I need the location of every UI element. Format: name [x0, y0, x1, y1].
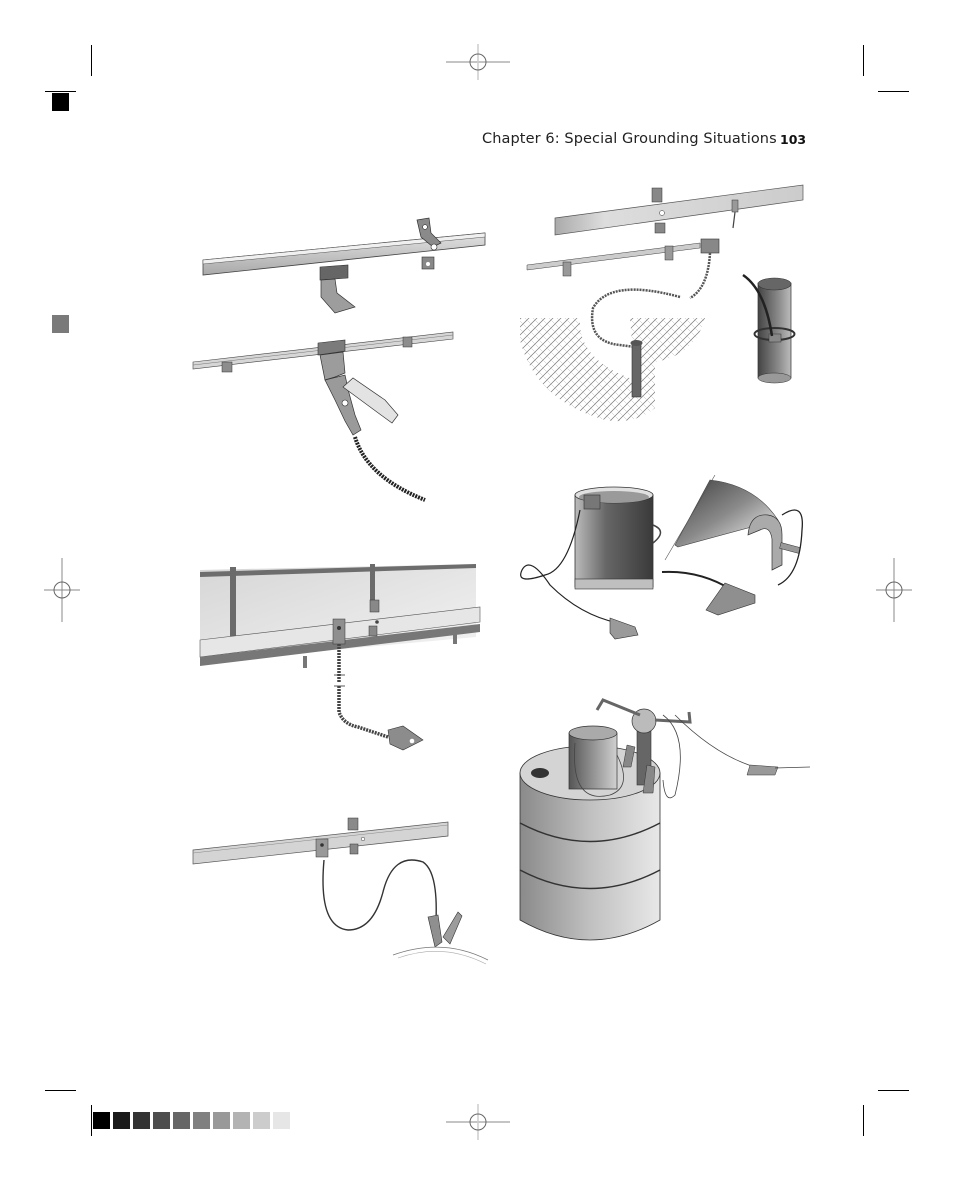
fig-bucket-clamp: [520, 475, 803, 640]
page-number: 103: [780, 132, 807, 147]
swatch-6: [213, 1112, 230, 1129]
swatch-0: [93, 1112, 110, 1129]
fig-rack-braid-lug: [199, 564, 481, 751]
crop-mark: [45, 1090, 76, 1091]
chapter-title: Chapter 6: Special Grounding Situations: [482, 131, 777, 147]
registration-mark-left: [44, 558, 80, 622]
crop-mark: [878, 91, 909, 92]
swatch-3: [153, 1112, 170, 1129]
calibration-strip: [93, 1112, 290, 1129]
registration-mark-bottom: [446, 1104, 510, 1140]
swatch-8: [253, 1112, 270, 1129]
running-header: Chapter 6: Special Grounding Situations …: [482, 131, 812, 151]
crop-mark: [91, 1105, 92, 1136]
swatch-2: [133, 1112, 150, 1129]
fig-rail-ground-rod-pipe: [520, 184, 804, 422]
crop-mark: [863, 45, 864, 76]
registration-mark-right: [876, 558, 912, 622]
fig-rail-clamp-bracket: [192, 217, 486, 502]
crop-mark: [91, 45, 92, 76]
crop-mark: [878, 1090, 909, 1091]
fig-drum-pump: [519, 698, 810, 941]
swatch-9: [273, 1112, 290, 1129]
corner-black-square: [52, 93, 69, 111]
swatch-4: [173, 1112, 190, 1129]
side-gray-square: [52, 315, 69, 333]
crop-mark: [45, 91, 76, 92]
swatch-1: [113, 1112, 130, 1129]
crop-mark: [863, 1105, 864, 1136]
swatch-7: [233, 1112, 250, 1129]
fig-rail-cable-clamp: [192, 817, 489, 965]
registration-mark-top: [446, 44, 510, 80]
swatch-5: [193, 1112, 210, 1129]
